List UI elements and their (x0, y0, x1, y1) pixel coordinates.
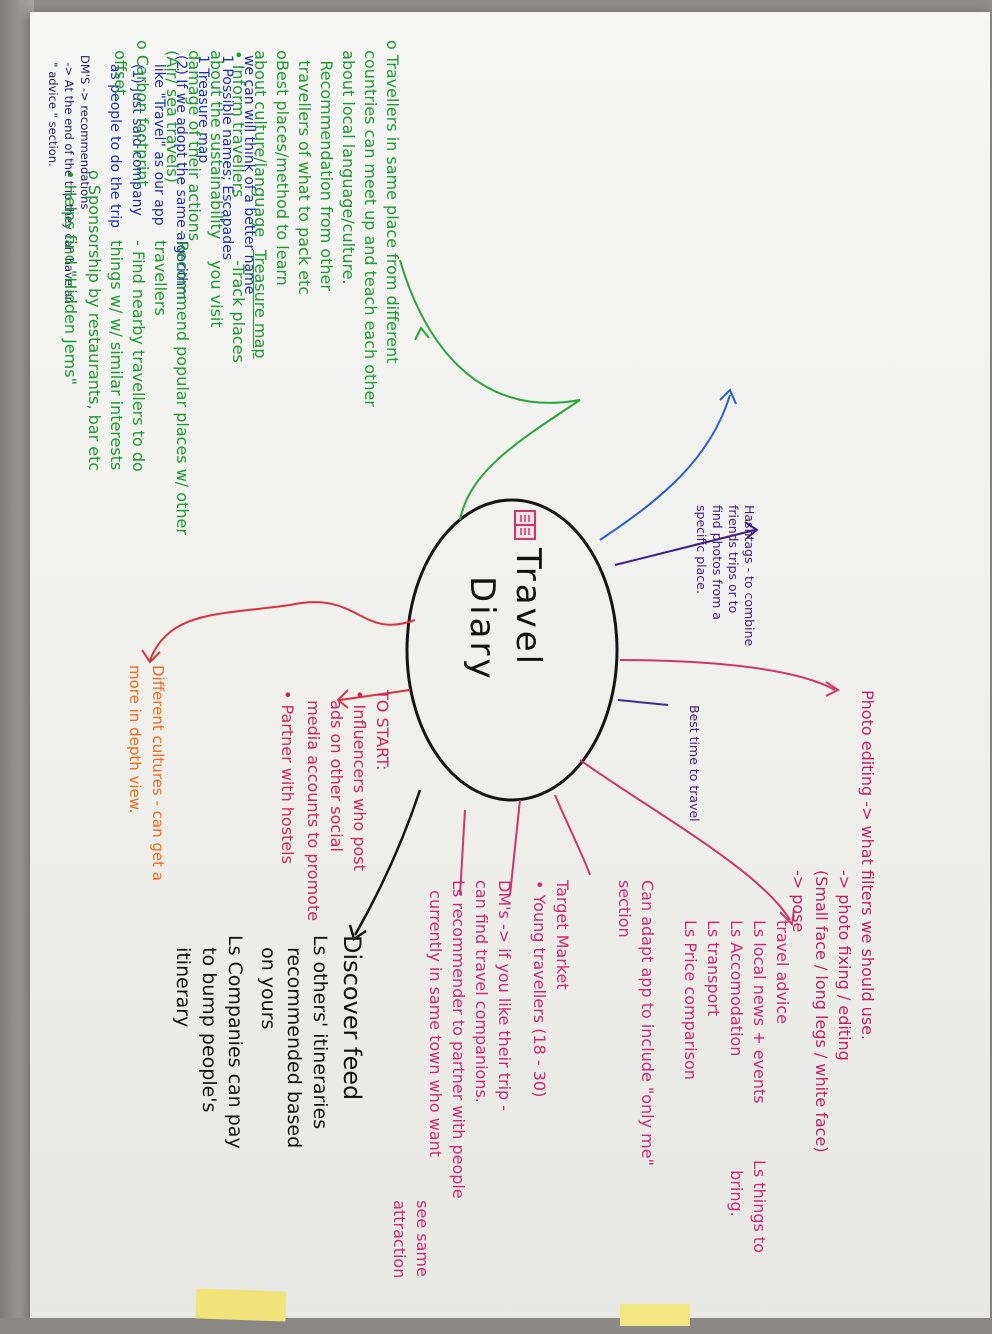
discover-on-yours: on yours (257, 935, 279, 1030)
title-line-1: Travel (508, 548, 548, 668)
green-branch-line (399, 259, 581, 521)
green-inform: • Inform travellers (229, 40, 248, 198)
green-treasure-map: Treasure map (251, 250, 270, 359)
advice-things-to: Ls things to (750, 1160, 769, 1253)
to-start-hostels: • Partner with hostels (278, 690, 297, 864)
target-market: Target Market (553, 880, 572, 990)
dms-companions-3: Ls recommender to partner with people (449, 880, 468, 1199)
tostart-arrowhead (336, 689, 349, 709)
floor-edge (0, 1318, 992, 1334)
photo-editing-2: -> photo fixing / editing (835, 870, 854, 1061)
photo-branch-line (619, 659, 836, 691)
green-arrowhead (414, 326, 430, 341)
dms-advice-section: " advice " section. (46, 55, 60, 167)
green-find-nearby: - Find nearby travellers to do (129, 230, 148, 472)
discover-itinerary: itinerary (172, 935, 194, 1028)
green-travellers-2: travellers (151, 230, 170, 316)
sticky-note-2 (620, 1304, 690, 1326)
green-sustainability: about the sustainability (207, 40, 226, 240)
tostart-branch-line (339, 689, 411, 701)
green-meet-up: countries can meet up and teach each oth… (361, 40, 380, 407)
hashtags-line-4: specific place. (694, 505, 709, 594)
green-damage: damage of their actions (185, 40, 204, 242)
green-sponsorship: o Sponsorship by restaurants, bar etc (85, 170, 104, 472)
hashtags-line-1: Hashtags - to combine (742, 505, 757, 647)
discover-bump: to bump people's (198, 935, 220, 1113)
discover-recommended: recommended based (283, 935, 305, 1149)
advice-price: Ls Price comparison (681, 920, 700, 1080)
can-adapt-section: section (615, 880, 634, 938)
dms-branch-line (459, 809, 466, 896)
green-recommendation: Recommendation from other (317, 40, 336, 291)
to-start-influencers: • Influencers who post (350, 690, 369, 871)
green-hidden-gems: • Helps find "Hidden Jems" (61, 170, 80, 385)
to-start-promote: media accounts to promote (304, 690, 323, 922)
dms-companions-6: attraction (390, 1190, 409, 1279)
hashtags-line-2: friends trips or to (726, 505, 741, 614)
best-time-to-travel: Best time to travel (687, 705, 702, 822)
in-depth-view: more in depth view. (126, 665, 144, 814)
different-cultures: Different cultures - can get a (149, 665, 167, 881)
target-branch-line (509, 799, 521, 896)
discover-companies: Ls Companies can pay (224, 935, 246, 1149)
discover-branch-line (353, 789, 422, 936)
blue-arrowhead (719, 388, 737, 405)
green-offset: offset. (111, 40, 130, 101)
green-what-to-pack: travellers of what to pack etc (295, 40, 314, 296)
photo-arrowhead (825, 681, 840, 697)
travel-advice: travel advice (773, 920, 792, 1025)
green-similar-interests: things w/ w/ similar interests (107, 230, 126, 471)
green-best-places: oBest places/method to learn (273, 40, 292, 286)
photo-editing-1: Photo editing -> what filters we should … (858, 690, 877, 1041)
floor-background (0, 0, 34, 1334)
hashtags-branch-line (614, 529, 756, 566)
title-line-2: Diary (462, 576, 503, 682)
book-icon (514, 510, 536, 540)
green-track-places: -Track places (229, 250, 248, 363)
dms-companions-5: see same (413, 1190, 432, 1277)
advice-local-news: Ls local news + events (750, 920, 769, 1104)
cultures-arrowhead (141, 649, 161, 664)
hashtags-line-3: find photos from a (710, 505, 725, 620)
discover-arrowhead (348, 924, 367, 941)
advice-accomodation: Ls Accomodation (727, 920, 746, 1057)
hashtags-arrowhead (744, 521, 759, 539)
central-oval (405, 498, 619, 802)
advice-bring: bring. (727, 1160, 746, 1217)
dms-companions-1: DM's -> if you like their trip - (495, 880, 514, 1112)
center-title: Travel Diary (458, 548, 550, 718)
advice-branch-line (579, 759, 791, 921)
advice-transport: Ls transport (704, 920, 723, 1017)
photo-editing-3: (Small face / long legs / white face) (812, 870, 831, 1153)
green-culture: about culture/language (251, 40, 270, 238)
dms-companions-2: can find travel companions. (472, 880, 491, 1103)
discover-feed: Discover feed (338, 935, 366, 1101)
green-carbon: o Carbon footprint (133, 40, 152, 187)
green-local-language: about local language/culture. (339, 40, 358, 285)
adapt-branch-line (554, 794, 591, 876)
green-you-visit: you visit (207, 250, 226, 328)
blue-branch-line (599, 394, 731, 541)
to-start-ads: ads on other social (327, 690, 346, 852)
green-air-sea: (Air/ sea travels) (163, 40, 182, 183)
to-start: TO START: (373, 690, 392, 771)
poster-paper (30, 12, 990, 1326)
green-recommend-popular: - Recommend popular places w/ other (173, 230, 192, 535)
target-young-travellers: • Young travellers (18 - 30) (530, 880, 549, 1098)
can-adapt: Can adapt app to include "only me" (638, 880, 657, 1166)
dms-companions-4: currently in same town who want (426, 880, 445, 1157)
green-travellers: o Travellers in same place from differen… (383, 40, 402, 364)
advice-arrowhead (779, 909, 795, 927)
besttime-branch-line (617, 699, 669, 706)
discover-itineraries: Ls others' itineraries (309, 935, 331, 1130)
cultures-branch-line (149, 601, 416, 661)
